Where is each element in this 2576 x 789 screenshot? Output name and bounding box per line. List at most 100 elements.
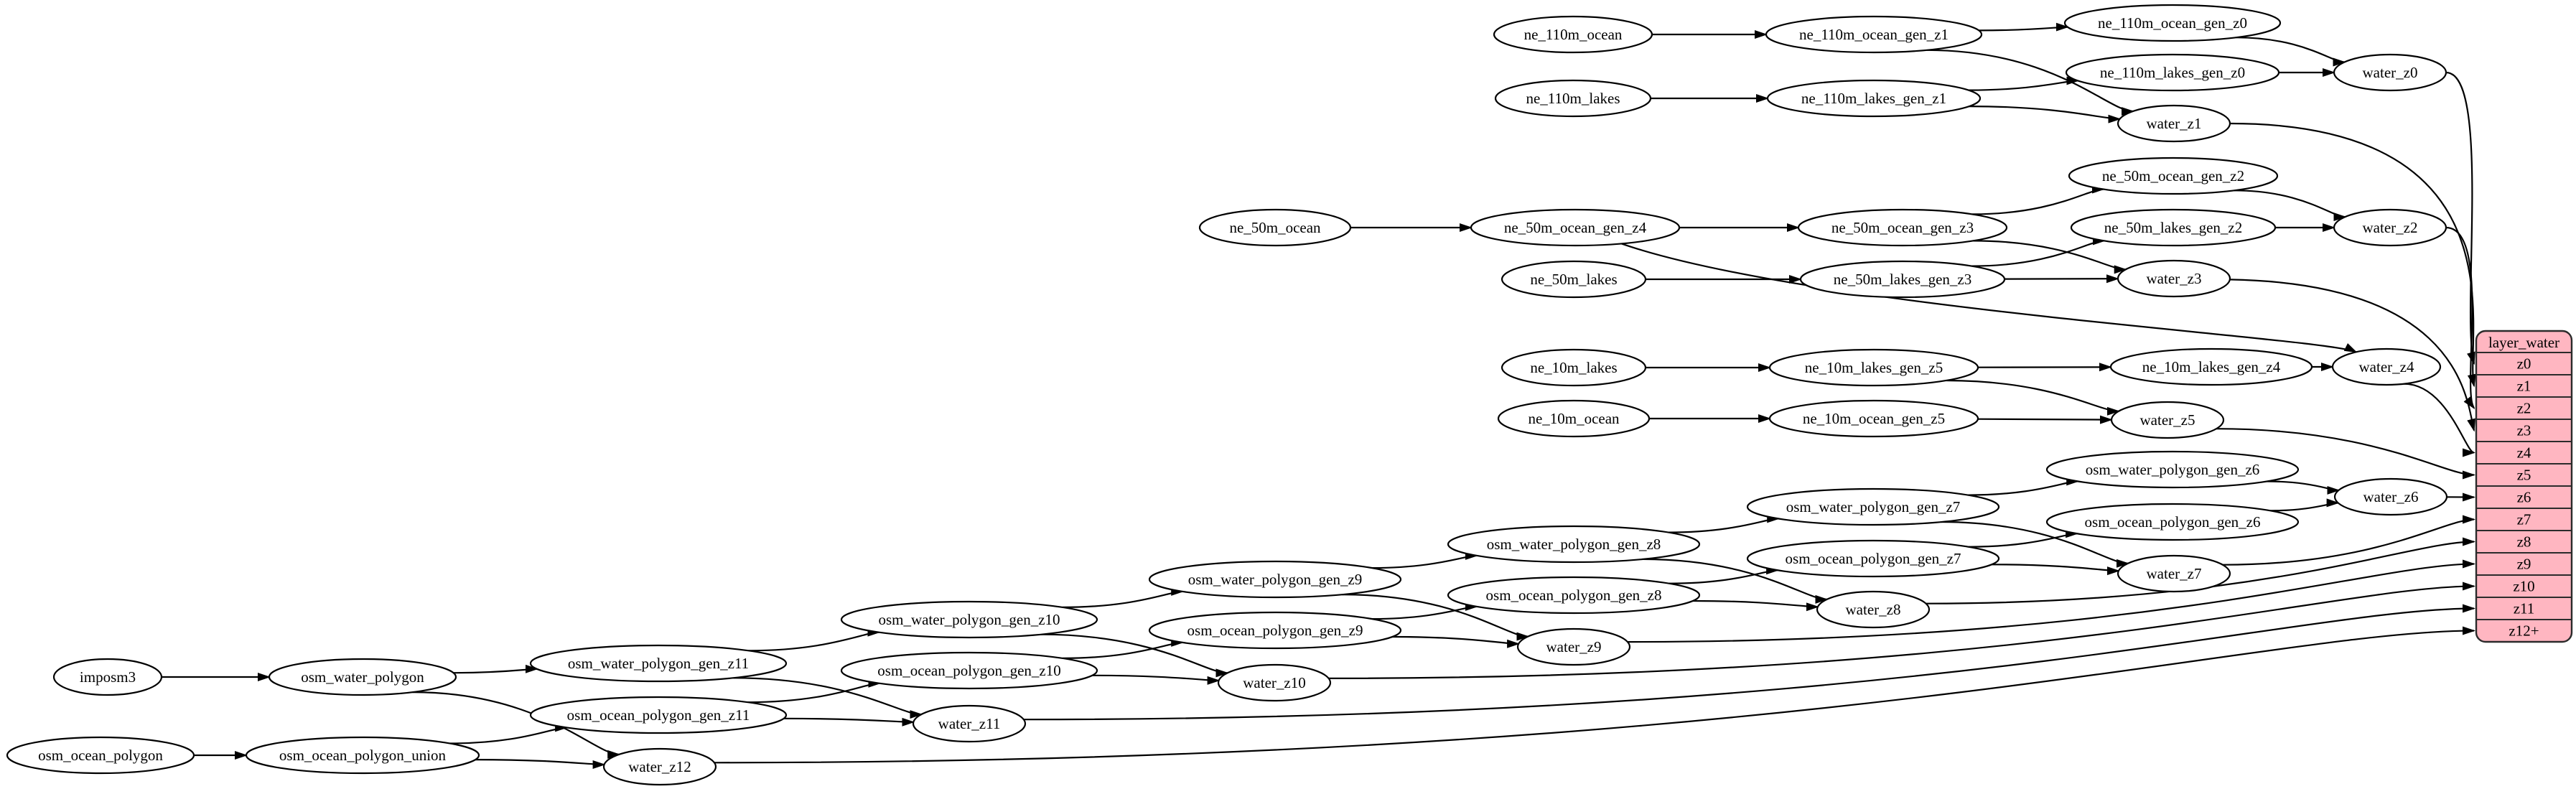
- edge-osm_ocean_polygon_union-to-water_z12: [475, 758, 606, 770]
- node-ne_10m_lakes_gen_z4: ne_10m_lakes_gen_z4: [2109, 347, 2313, 386]
- node-label-imposm3: imposm3: [80, 668, 136, 686]
- edge-osm_water_polygon_gen_z9-to-osm_water_polygon_gen_z8: [1371, 551, 1478, 569]
- node-label-ne_10m_lakes_gen_z4: ne_10m_lakes_gen_z4: [2142, 358, 2281, 375]
- node-ellipse-ne_10m_ocean_gen_z5: [1768, 399, 1979, 438]
- node-ellipse-osm_ocean_polygon: [6, 736, 195, 775]
- node-ellipse-water_z7: [2117, 554, 2231, 593]
- edge-water_z10-to-layer_water-z10: [1328, 582, 2475, 679]
- node-label-ne_10m_ocean_gen_z5: ne_10m_ocean_gen_z5: [1803, 410, 1945, 427]
- node-osm_water_polygon_gen_z10: osm_water_polygon_gen_z10: [840, 600, 1098, 639]
- node-ellipse-ne_110m_lakes_gen_z0: [2065, 53, 2280, 92]
- node-label-ne_110m_lakes_gen_z0: ne_110m_lakes_gen_z0: [2100, 64, 2245, 81]
- node-water_z3: water_z3: [2117, 259, 2231, 298]
- record-row-z4: z4: [2517, 444, 2531, 462]
- node-ne_50m_ocean_gen_z4: ne_50m_ocean_gen_z4: [1470, 208, 1681, 247]
- node-label-ne_110m_lakes_gen_z1: ne_110m_lakes_gen_z1: [1801, 90, 1946, 107]
- edge-osm_ocean_polygon_gen_z8-to-osm_ocean_polygon_gen_z7: [1669, 566, 1780, 584]
- node-ellipse-ne_10m_ocean: [1497, 399, 1651, 438]
- node-ellipse-water_z11: [912, 704, 1027, 743]
- edge-ne_50m_ocean_gen_z3-to-water_z3: [1973, 240, 2127, 274]
- record-row-z7: z7: [2517, 511, 2531, 528]
- record-row-z3: z3: [2517, 422, 2531, 439]
- node-label-osm_ocean_polygon_gen_z7: osm_ocean_polygon_gen_z7: [1786, 550, 1961, 567]
- node-ne_110m_lakes_gen_z1: ne_110m_lakes_gen_z1: [1766, 79, 1982, 118]
- record-row-z1: z1: [2517, 378, 2531, 395]
- node-ellipse-ne_110m_ocean_gen_z0: [2063, 4, 2282, 42]
- edge-osm_water_polygon_gen_z10-to-water_z10: [1040, 633, 1229, 678]
- edge-water_z12-to-layer_water-z12+: [714, 626, 2475, 764]
- edge-ne_110m_ocean_gen_z1-to-ne_110m_ocean_gen_z0: [1979, 22, 2069, 32]
- edge-ne_10m_lakes_gen_z5-to-water_z5: [1946, 379, 2120, 416]
- node-ne_50m_lakes: ne_50m_lakes: [1501, 260, 1647, 299]
- edge-water_z4-to-layer_water-z4: [2404, 383, 2475, 457]
- node-label-osm_water_polygon_gen_z9: osm_water_polygon_gen_z9: [1188, 571, 1363, 588]
- node-label-osm_water_polygon: osm_water_polygon: [301, 668, 424, 686]
- edge-water_z5-to-layer_water-z5: [2216, 428, 2475, 480]
- edge-osm_water_polygon-to-osm_water_polygon_gen_z11: [453, 664, 538, 674]
- node-label-ne_110m_ocean_gen_z0: ne_110m_ocean_gen_z0: [2098, 14, 2247, 32]
- edge-water_z11-to-layer_water-z11: [1023, 604, 2475, 721]
- node-osm_water_polygon_gen_z6: osm_water_polygon_gen_z6: [2045, 450, 2300, 489]
- node-osm_water_polygon_gen_z9: osm_water_polygon_gen_z9: [1148, 560, 1402, 599]
- node-osm_water_polygon_gen_z11: osm_water_polygon_gen_z11: [529, 644, 788, 683]
- node-ellipse-osm_ocean_polygon_gen_z9: [1148, 611, 1402, 650]
- node-label-ne_110m_ocean: ne_110m_ocean: [1524, 26, 1623, 43]
- node-water_z8: water_z8: [1816, 590, 1931, 629]
- node-label-water_z0: water_z0: [2363, 64, 2418, 81]
- edge-ne_10m_ocean_gen_z5-to-water_z5: [1977, 415, 2113, 424]
- node-ne_110m_ocean: ne_110m_ocean: [1493, 15, 1653, 54]
- node-label-ne_110m_lakes: ne_110m_lakes: [1526, 90, 1620, 107]
- node-label-osm_water_polygon_gen_z8: osm_water_polygon_gen_z8: [1487, 536, 1661, 553]
- edge-ne_110m_ocean_gen_z0-to-water_z0: [2236, 37, 2346, 67]
- node-label-ne_10m_lakes_gen_z5: ne_10m_lakes_gen_z5: [1805, 359, 1943, 376]
- node-water_z2: water_z2: [2333, 208, 2447, 247]
- node-label-ne_50m_ocean: ne_50m_ocean: [1229, 219, 1321, 236]
- node-ellipse-water_z1: [2117, 104, 2231, 143]
- record-row-z12+: z12+: [2509, 622, 2539, 640]
- node-water_z7: water_z7: [2117, 554, 2231, 593]
- node-ne_110m_ocean_gen_z1: ne_110m_ocean_gen_z1: [1765, 15, 1983, 54]
- node-ellipse-water_z3: [2117, 259, 2231, 298]
- node-label-ne_50m_lakes: ne_50m_lakes: [1530, 271, 1617, 288]
- edge-water_z0-to-layer_water-z0: [2445, 71, 2475, 365]
- record-row-z6: z6: [2517, 489, 2531, 506]
- node-ellipse-osm_water_polygon_gen_z10: [840, 600, 1098, 639]
- node-label-ne_50m_lakes_gen_z2: ne_50m_lakes_gen_z2: [2104, 219, 2242, 236]
- node-label-ne_50m_ocean_gen_z3: ne_50m_ocean_gen_z3: [1831, 219, 1974, 236]
- node-water_z11: water_z11: [912, 704, 1027, 743]
- record-row-z11: z11: [2514, 600, 2535, 617]
- node-ellipse-ne_50m_lakes_gen_z2: [2070, 208, 2277, 247]
- node-ellipse-osm_ocean_polygon_gen_z6: [2045, 503, 2300, 541]
- node-ne_110m_ocean_gen_z0: ne_110m_ocean_gen_z0: [2063, 4, 2282, 42]
- node-label-ne_50m_lakes_gen_z3: ne_50m_lakes_gen_z3: [1834, 271, 1971, 288]
- node-ne_50m_lakes_gen_z3: ne_50m_lakes_gen_z3: [1799, 260, 2006, 299]
- edge-osm_water_polygon_gen_z8-to-osm_water_polygon_gen_z7: [1668, 514, 1781, 533]
- node-ellipse-water_z5: [2110, 401, 2225, 439]
- node-ne_50m_ocean_gen_z3: ne_50m_ocean_gen_z3: [1797, 208, 2008, 247]
- node-ellipse-water_z8: [1816, 590, 1931, 629]
- edge-osm_ocean_polygon_union-to-osm_ocean_polygon_gen_z11: [449, 723, 569, 744]
- node-water_z12: water_z12: [602, 747, 717, 786]
- node-ellipse-osm_water_polygon_gen_z9: [1148, 560, 1402, 599]
- node-imposm3: imposm3: [52, 658, 163, 696]
- node-label-water_z1: water_z1: [2147, 115, 2202, 132]
- node-osm_ocean_polygon_union: osm_ocean_polygon_union: [245, 736, 480, 775]
- edge-osm_water_polygon_gen_z9-to-water_z9: [1342, 594, 1530, 641]
- edge-ne_110m_lakes_gen_z1-to-ne_110m_lakes_gen_z0: [1968, 76, 2080, 91]
- node-label-water_z5: water_z5: [2140, 411, 2195, 429]
- node-label-osm_ocean_polygon_gen_z8: osm_ocean_polygon_gen_z8: [1486, 587, 1662, 604]
- record-row-z0: z0: [2517, 355, 2531, 373]
- node-label-osm_water_polygon_gen_z10: osm_water_polygon_gen_z10: [878, 611, 1060, 628]
- node-label-osm_ocean_polygon_gen_z9: osm_ocean_polygon_gen_z9: [1187, 622, 1363, 639]
- edge-osm_ocean_polygon_gen_z9-to-water_z9: [1392, 635, 1521, 648]
- node-ne_10m_ocean_gen_z5: ne_10m_ocean_gen_z5: [1768, 399, 1979, 438]
- record-layer-water: layer_waterz0z1z2z3z4z5z6z7z8z9z10z11z12…: [2475, 330, 2573, 643]
- edge-ne_50m_lakes_gen_z3-to-ne_50m_lakes_gen_z2: [1971, 236, 2106, 267]
- node-water_z0: water_z0: [2333, 53, 2447, 92]
- node-ne_110m_lakes: ne_110m_lakes: [1494, 79, 1652, 118]
- node-osm_ocean_polygon_gen_z9: osm_ocean_polygon_gen_z9: [1148, 611, 1402, 650]
- node-label-ne_10m_ocean: ne_10m_ocean: [1528, 410, 1620, 427]
- node-ellipse-osm_water_polygon_gen_z7: [1746, 487, 2000, 526]
- node-ellipse-ne_50m_ocean_gen_z2: [2068, 157, 2279, 195]
